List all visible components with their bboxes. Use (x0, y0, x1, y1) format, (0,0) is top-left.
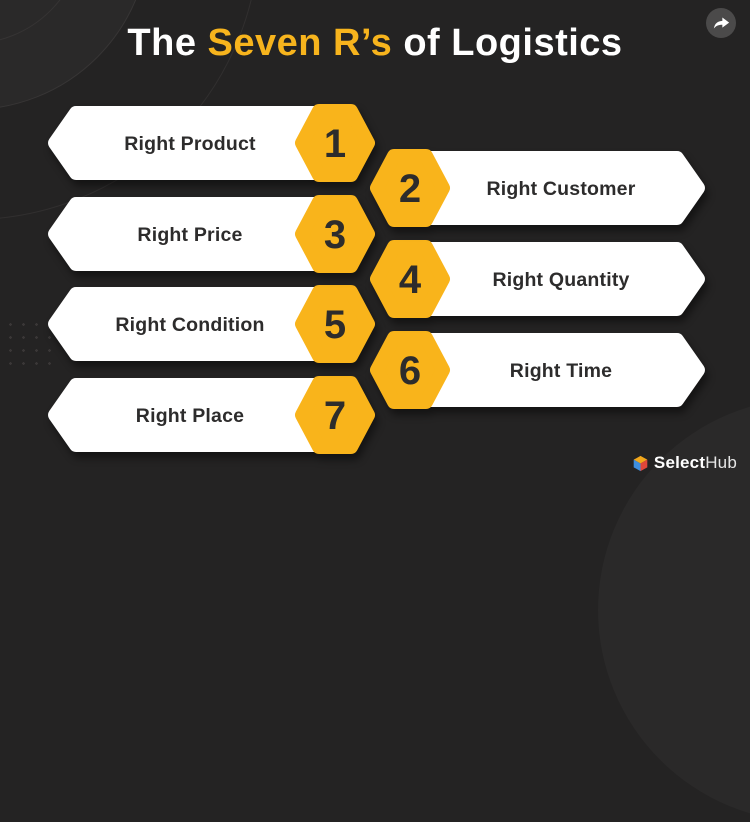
title-suffix: of Logistics (392, 22, 623, 64)
number-hexagon (295, 285, 375, 363)
title-prefix: The (127, 22, 208, 64)
number-hexagon (295, 195, 375, 273)
share-button[interactable] (706, 8, 736, 38)
item-number: 3 (324, 213, 346, 257)
item-right-condition: 5 Right Condition (48, 285, 375, 363)
item-label: Right Customer (486, 178, 635, 200)
item-number: 2 (399, 167, 421, 211)
selecthub-logo[interactable]: SelectHub (632, 453, 737, 473)
number-hexagon (295, 376, 375, 454)
item-label: Right Price (137, 224, 242, 246)
item-right-price: 3 Right Price (48, 195, 375, 273)
logo-text: SelectHub (654, 453, 737, 473)
number-hexagon (370, 149, 450, 227)
item-label: Right Condition (115, 314, 264, 336)
selecthub-cube-icon (633, 455, 648, 471)
item-number: 6 (399, 349, 421, 393)
item-right-customer: 2 Right Customer (370, 149, 705, 227)
logo-text-light: Hub (705, 453, 737, 472)
item-label: Right Place (136, 405, 244, 427)
page-title: The Seven R’s of Logistics (0, 22, 750, 65)
share-forward-icon (713, 17, 729, 29)
number-hexagon (370, 331, 450, 409)
title-highlight: Seven R’s (207, 22, 393, 64)
item-right-product: 1 Right Product (48, 104, 375, 182)
item-right-place: 7 Right Place (48, 376, 375, 454)
item-label: Right Product (124, 133, 256, 155)
number-hexagon (370, 240, 450, 318)
item-right-time: 6 Right Time (370, 331, 705, 409)
item-right-quantity: 4 Right Quantity (370, 240, 705, 318)
item-number: 5 (324, 303, 346, 347)
item-number: 7 (324, 394, 346, 438)
item-label: Right Time (510, 360, 612, 382)
item-label: Right Quantity (492, 269, 629, 291)
logo-text-bold: Select (653, 453, 706, 472)
item-number: 1 (324, 122, 346, 166)
item-number: 4 (399, 258, 422, 302)
number-hexagon (295, 104, 375, 182)
